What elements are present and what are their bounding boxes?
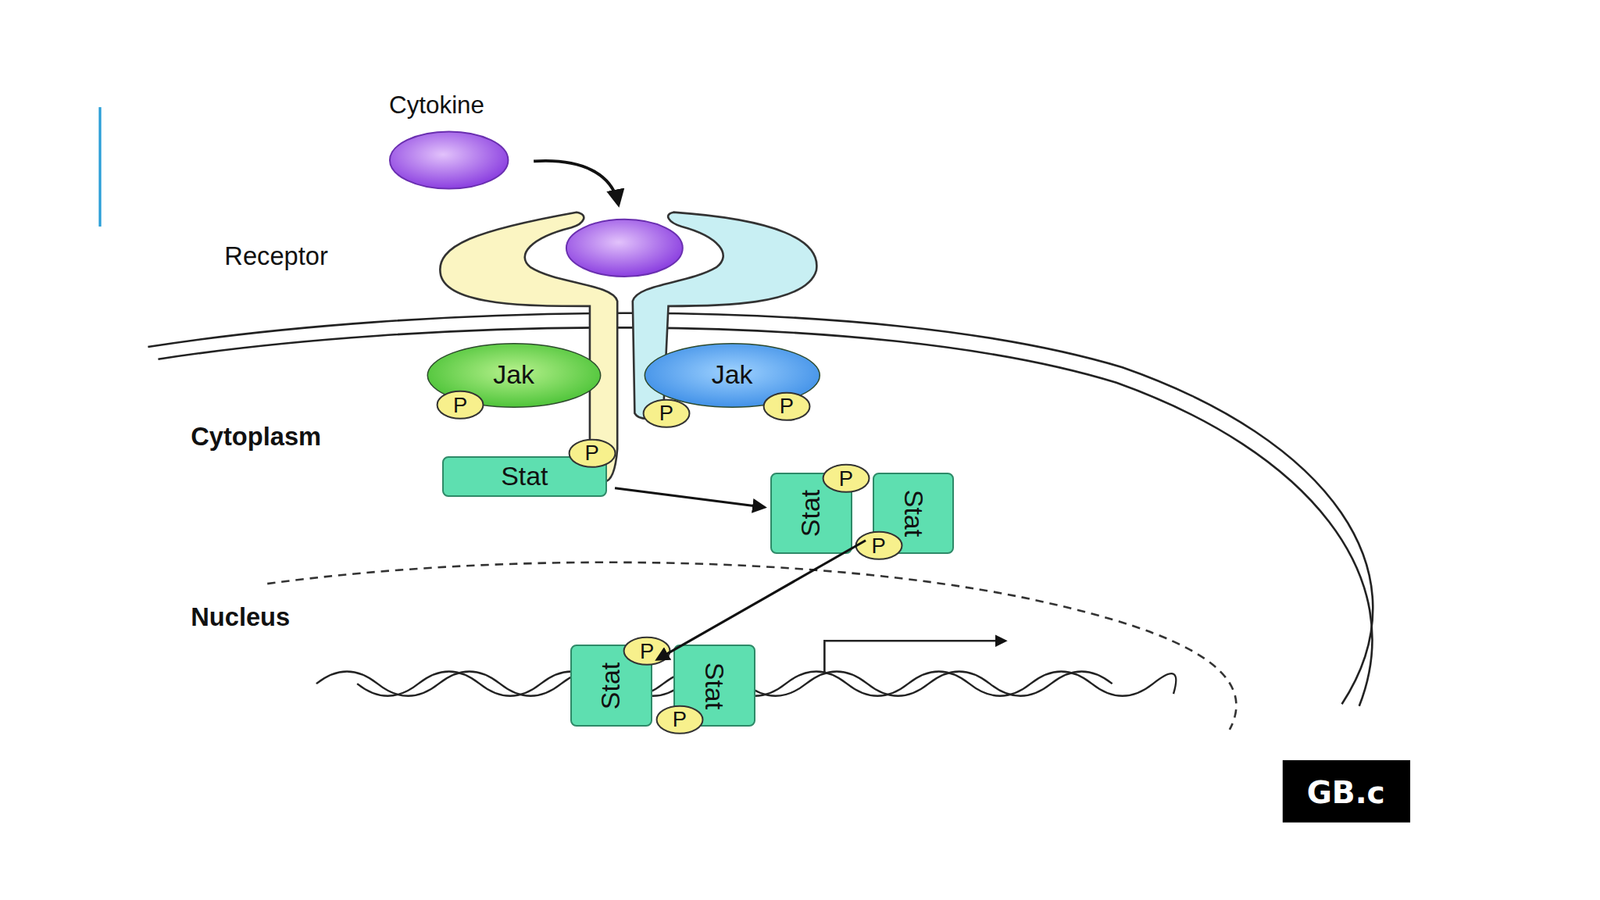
phosphate-circle: P: [822, 464, 870, 493]
binding-arrow: [533, 160, 618, 204]
phosphate-shape: [624, 637, 671, 665]
phosphate-shape: [764, 392, 811, 420]
bound-cytokine: [566, 219, 683, 277]
accent-bar: [98, 107, 101, 227]
phosphate-shape: [568, 439, 615, 467]
region-label: Nucleus: [190, 604, 290, 631]
region-label: Cytoplasm: [190, 424, 322, 450]
nuclear-envelope: [267, 562, 1236, 730]
node-content: P: [656, 705, 704, 735]
stat-label: Stat: [700, 662, 728, 710]
phosphate-shape: [855, 532, 902, 560]
node-content: P: [623, 636, 671, 666]
phosphate-circle: P: [855, 531, 903, 561]
phosphate-circle: P: [763, 392, 811, 422]
cytokine-ligand: [389, 131, 509, 189]
phosphate-label: P: [453, 394, 468, 416]
phosphate-circle: P: [568, 439, 616, 468]
pathway-arrow: [614, 488, 765, 508]
phosphate-label: P: [839, 467, 854, 490]
stat-label: Stat: [597, 662, 625, 710]
kinase-label: Jak: [711, 361, 754, 389]
phosphate-shape: [437, 391, 484, 419]
node-content: P: [568, 439, 616, 468]
phosphate-circle: P: [642, 399, 690, 429]
node-content: P: [642, 399, 690, 429]
region-label: Cytokine: [389, 92, 485, 118]
phosphate-label: P: [639, 640, 654, 662]
node-content: P: [436, 390, 484, 420]
phosphate-shape: [656, 705, 703, 733]
phosphate-label: P: [584, 442, 599, 464]
stat-label: Stat: [500, 463, 548, 490]
node-content: P: [822, 464, 870, 493]
phosphate-circle: P: [656, 705, 704, 735]
cell-membrane-outer: [147, 313, 1373, 704]
phosphate-label: P: [659, 402, 674, 424]
node-content: P: [763, 392, 811, 422]
node-content: P: [855, 531, 903, 561]
transcription-arrow: [824, 640, 1005, 674]
dna-strand: [357, 671, 1176, 696]
stat-label: Stat: [900, 489, 927, 537]
phosphate-label: P: [779, 395, 794, 417]
region-label: Receptor: [224, 243, 328, 270]
logo-box: [1282, 760, 1411, 823]
watermark-logo: GB.c: [1307, 777, 1386, 808]
kinase-label: Jak: [492, 361, 535, 389]
phosphate-circle: P: [623, 636, 671, 666]
phosphate-label: P: [672, 708, 687, 730]
phosphate-shape: [822, 464, 869, 493]
phosphate-circle: P: [436, 390, 484, 420]
phosphate-label: P: [871, 535, 886, 557]
phosphate-shape: [642, 399, 690, 427]
stat-label: Stat: [797, 489, 825, 537]
pathway-arrow: [657, 540, 867, 660]
